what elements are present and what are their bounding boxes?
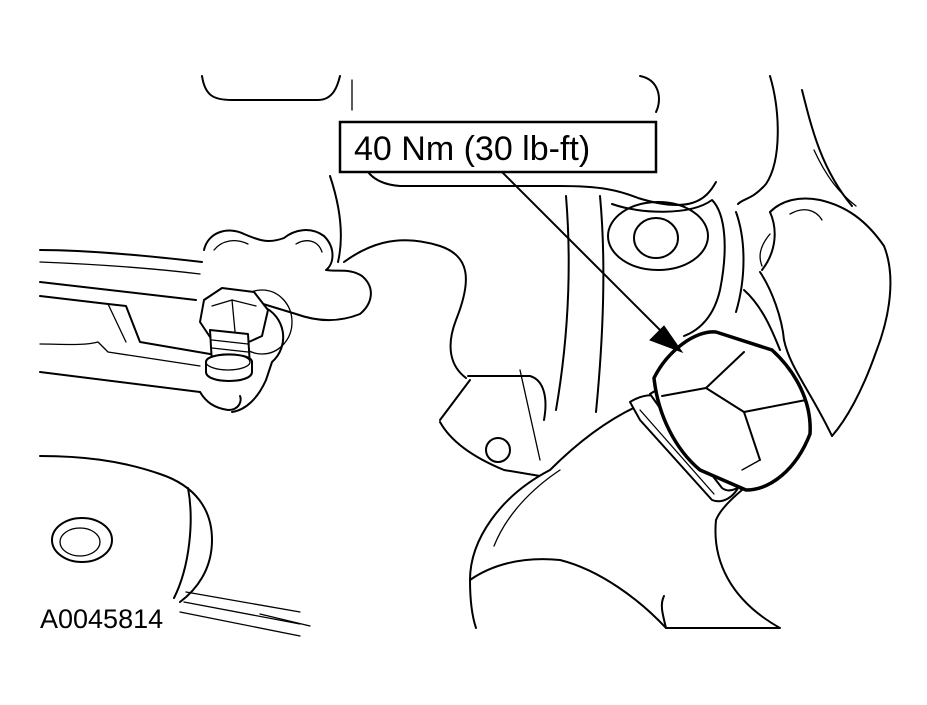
- torque-callout-text: 40 Nm (30 lb-ft): [354, 130, 590, 168]
- lower-left-casting: [39, 455, 311, 637]
- torque-target-nut: [652, 330, 812, 492]
- torque-callout: 40 Nm (30 lb-ft): [338, 120, 658, 174]
- callout-leader: [499, 169, 684, 354]
- torque-callout-box: [338, 120, 658, 174]
- center-casting: [329, 145, 745, 477]
- leader-arrowhead: [649, 325, 684, 354]
- figure-reference-id: A0045814: [40, 604, 163, 634]
- hex-bolt: [199, 287, 269, 382]
- upper-housing: [201, 75, 857, 207]
- left-rail: [39, 249, 242, 411]
- hose-line: [743, 197, 892, 437]
